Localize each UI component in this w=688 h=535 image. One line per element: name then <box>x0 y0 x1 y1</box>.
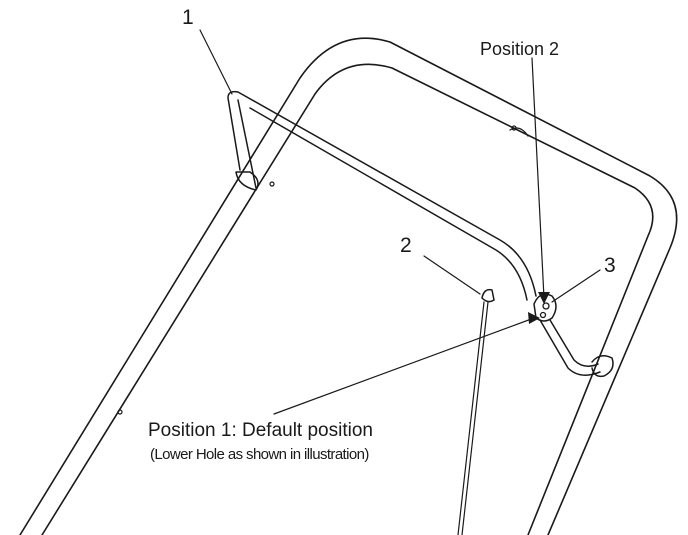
leader-3 <box>551 269 601 303</box>
callout-2: 2 <box>400 234 412 257</box>
handle-tube-outer-edge <box>19 37 678 535</box>
bail-rod-lower-edge <box>237 99 528 301</box>
bracket-lower-hole <box>539 311 547 319</box>
arrowhead-position-1 <box>528 312 540 324</box>
leader-2 <box>423 255 481 295</box>
lower-loop-fitting <box>591 355 614 378</box>
leader-position-2 <box>531 57 545 299</box>
bail-rod <box>227 90 537 297</box>
label-position-1: Position 1: Default position <box>148 420 373 441</box>
cable-line-b <box>461 301 489 535</box>
cable-hook <box>481 288 495 303</box>
handle-tube-inner-edge <box>41 63 654 535</box>
cable-line-a <box>457 301 485 535</box>
handle-tube-inner-rim <box>509 127 529 137</box>
callout-1: 1 <box>182 6 194 29</box>
leader-1 <box>199 29 233 95</box>
tube-hole-1 <box>269 181 275 187</box>
arrowhead-position-2 <box>538 292 550 304</box>
tube-hole-2 <box>117 409 123 415</box>
bail-rod-pivot-loop <box>235 171 259 191</box>
bracket-upper-hole <box>542 302 550 310</box>
label-position-1-note: (Lower Hole as shown in illustration) <box>150 446 369 463</box>
leader-position-1 <box>273 317 535 415</box>
callout-3: 3 <box>604 254 616 277</box>
tube-hole-3 <box>511 125 517 131</box>
bail-rod-lower-bend <box>539 319 601 376</box>
label-position-2: Position 2 <box>480 39 560 59</box>
